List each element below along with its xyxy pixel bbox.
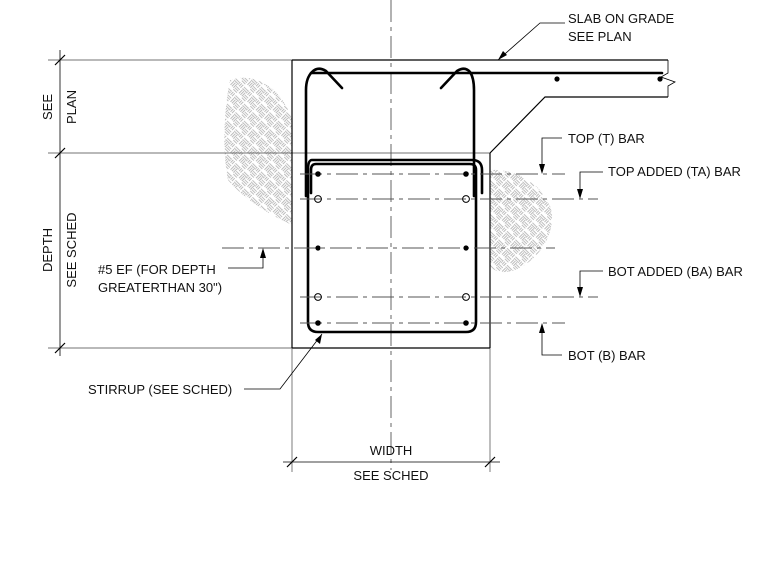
- bot-added-bar-label: BOT ADDED (BA) BAR: [608, 264, 743, 279]
- width-label: WIDTH: [370, 443, 413, 458]
- depth-label: DEPTH: [40, 228, 55, 272]
- depth-sched-label: SEE SCHED: [64, 212, 79, 287]
- slab-break-line: [660, 60, 676, 97]
- stirrup-leader: [244, 333, 323, 390]
- width-sched-label: SEE SCHED: [353, 468, 428, 483]
- slab-leader: [497, 22, 565, 61]
- bot-bar-leader: [539, 323, 562, 356]
- bot-added-bars: [314, 293, 470, 301]
- ef-bars: [315, 245, 469, 251]
- slab-label-line1: SLAB ON GRADE: [568, 11, 675, 26]
- see-plan-label-1: SEE: [40, 94, 55, 120]
- top-bar-label: TOP (T) BAR: [568, 131, 645, 146]
- bot-bars: [315, 320, 469, 326]
- ef-label-line2: GREATERTHAN 30"): [98, 280, 222, 295]
- slab-dowel-right: [439, 67, 476, 198]
- stirrup: [306, 158, 484, 334]
- bot-added-bar-leader: [577, 270, 603, 297]
- top-added-bars: [314, 195, 470, 203]
- slab-dowel-left: [304, 67, 344, 198]
- top-bars: [315, 171, 469, 177]
- stirrup-label: STIRRUP (SEE SCHED): [88, 382, 232, 397]
- left-dimension-line: [54, 50, 66, 356]
- top-added-bar-label: TOP ADDED (TA) BAR: [608, 164, 741, 179]
- ef-leader: [228, 248, 266, 269]
- beam-outline: [291, 59, 668, 349]
- soil-hatch-left: [224, 77, 292, 226]
- ef-label-line1: #5 EF (FOR DEPTH: [98, 262, 216, 277]
- slab-bar-dot-2: [657, 76, 663, 82]
- see-plan-label-2: PLAN: [64, 90, 79, 124]
- width-dimension-line: [283, 348, 500, 472]
- bot-bar-label: BOT (B) BAR: [568, 348, 646, 363]
- soil-hatch-right: [490, 169, 553, 273]
- top-added-bar-leader: [577, 171, 603, 199]
- slab-bar-dot-1: [554, 76, 560, 82]
- slab-label-line2: SEE PLAN: [568, 29, 632, 44]
- top-bar-leader: [539, 137, 562, 174]
